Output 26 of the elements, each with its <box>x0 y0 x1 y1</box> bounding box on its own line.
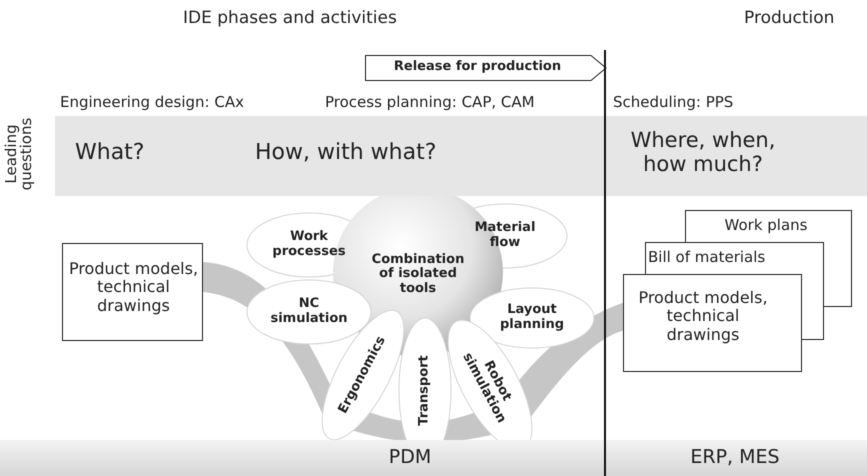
document-box <box>623 274 802 372</box>
system-band <box>0 440 604 476</box>
question-band <box>55 116 867 196</box>
node-text: Product models, technical drawings <box>68 260 200 316</box>
question-text: How, with what? <box>255 140 438 166</box>
phase-label: Scheduling: PPS <box>613 93 734 111</box>
tool-name: Combination of isolated tools <box>368 252 468 298</box>
system-band <box>606 440 867 476</box>
question-text: Where, when, how much? <box>630 128 776 176</box>
node-shape <box>685 210 852 242</box>
node-text: ERP, MES <box>689 447 781 469</box>
phase-label: Process planning: CAP, CAM <box>325 93 535 111</box>
question-text: What? <box>75 140 146 166</box>
document-box <box>62 243 203 341</box>
heading-text: Production <box>744 8 834 28</box>
node-text: Product models, technical drawings <box>637 289 769 344</box>
phase-label: Engineering design: CAx <box>60 93 244 111</box>
node-text: Release for production <box>392 60 562 75</box>
heading-text: IDE phases and activities <box>183 8 397 28</box>
tool-name: Transport <box>418 344 432 435</box>
node-shape <box>645 242 824 274</box>
node-text: Work plans <box>724 217 808 234</box>
node-text: Bill of materials <box>648 249 766 266</box>
axis-label: Leading questions <box>4 116 34 192</box>
release-arrow-box <box>365 55 607 81</box>
node-text: PDM <box>388 447 432 469</box>
